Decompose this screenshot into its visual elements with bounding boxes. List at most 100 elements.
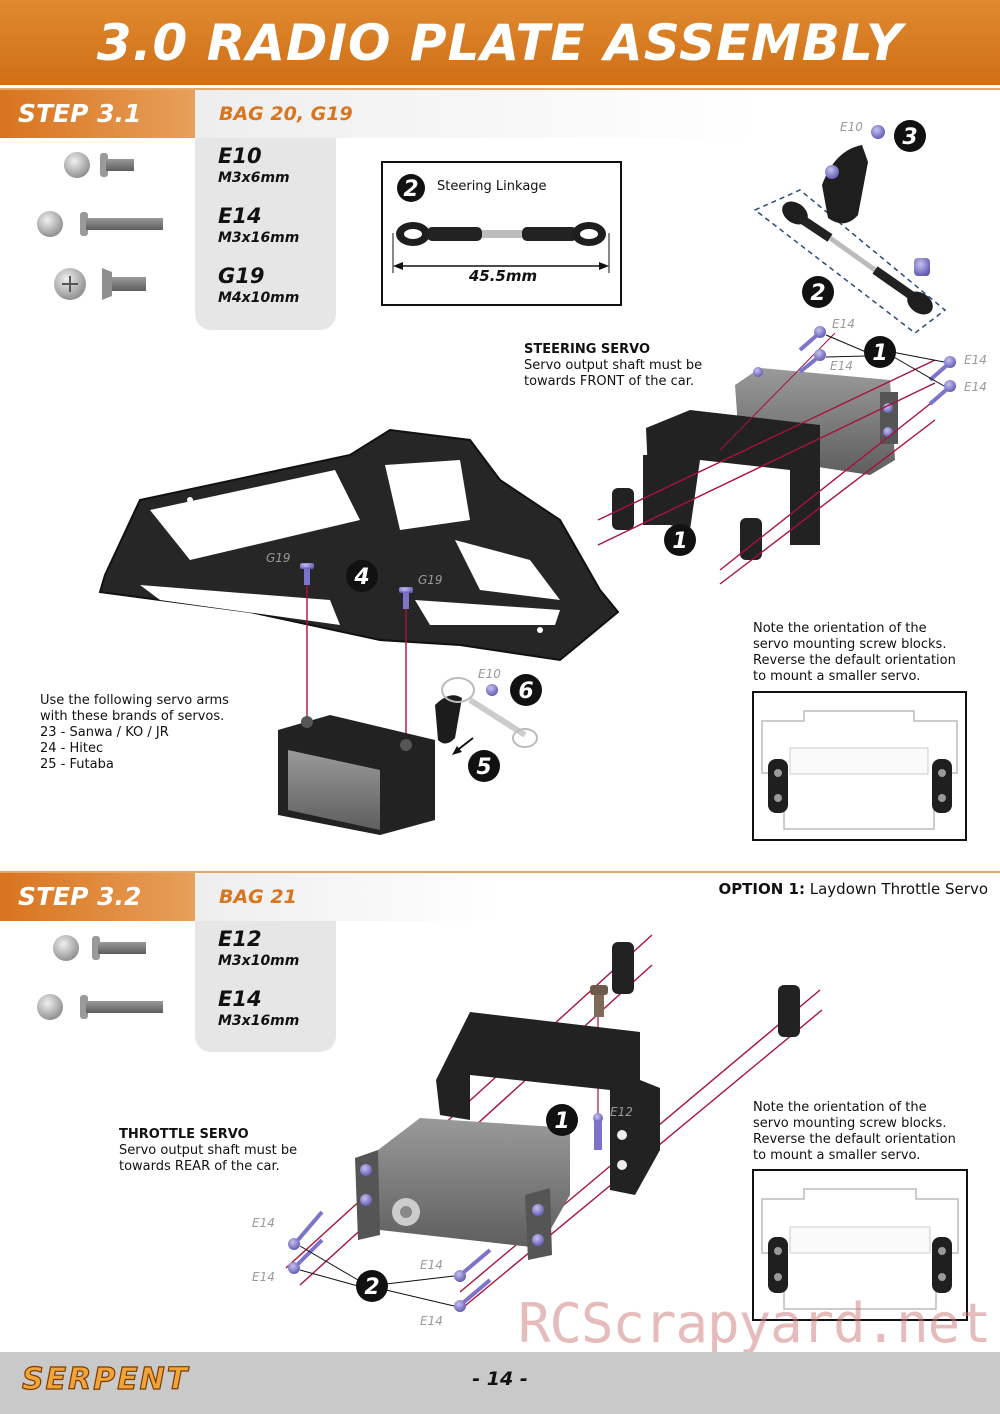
steering-linkage-length: 45.5mm [468,267,538,285]
servo-arm-item: 23 - Sanwa / KO / JR [40,725,169,740]
option-heading: OPTION 1: Laydown Throttle Servo [718,880,988,898]
callout-4: 4 [346,560,378,592]
e14-screw [454,1278,492,1312]
screw-e14-icon [37,994,163,1020]
svg-text:1: 1 [672,529,687,554]
part-size: M3x10mm [218,953,300,969]
part-code: E14 [218,987,262,1011]
screw-e10-icon [64,152,134,178]
throttle-servo-text: towards REAR of the car. [119,1159,280,1174]
steering-servo-title: STEERING SERVO [524,342,651,357]
e14-screw [928,356,956,382]
step-3-2-bag-bar: BAG 21 [195,873,635,921]
step-3-1-parts-box: E10 M3x6mm E14 M3x16mm G19 M4x10mm [195,138,336,330]
svg-text:2: 2 [810,281,825,306]
e12-screw [593,1113,603,1150]
part-size: M3x6mm [218,170,290,186]
callout-2: 2 [802,276,834,308]
step-3-1-tab: STEP 3.1 [0,90,195,138]
screw-e12-icon [53,935,146,961]
orientation-note: Note the orientation of the servo mounti… [753,621,956,685]
throttle-servo-bracket [436,1012,660,1195]
part-size: M3x16mm [218,1013,300,1029]
steering-linkage-exploded [753,189,947,334]
screw-label: E14 [252,1270,275,1284]
orientation-note-line: to mount a smaller servo. [753,669,921,684]
g19-screw [399,587,413,609]
screw-label: E14 [830,359,853,373]
part-size: M3x16mm [218,230,300,246]
step-3-2-bag-label: BAG 21 [219,886,297,908]
screw-block-drawing [761,1188,959,1310]
step-3-2-parts-box: E12 M3x10mm E14 M3x16mm [195,921,336,1052]
e14-screw [798,349,826,374]
e14-screw [288,1210,324,1250]
g19-screw [300,563,314,585]
callout-3: 3 [894,120,926,152]
steering-servo-upper [643,367,898,545]
screw-label: E14 [832,317,855,331]
step-3-2-label: STEP 3.2 [18,882,142,911]
screw-label: E10 [840,120,863,134]
part-size: M4x10mm [218,290,300,306]
throttle-servo-title: THROTTLE SERVO [119,1127,249,1142]
screw-label: G19 [266,551,291,565]
radio-plate [98,428,620,662]
steering-servo-text: towards FRONT of the car. [524,374,694,389]
e14-screw [798,326,826,352]
callout-1: 1 [864,336,896,368]
svg-text:1: 1 [872,341,887,366]
header-divider [0,85,1000,87]
option-text: Laydown Throttle Servo [809,880,988,898]
screw-label: E10 [478,667,501,681]
screw-label: E14 [964,380,987,394]
ball-stud [590,985,608,1017]
screw-label: E14 [964,353,987,367]
orientation-note-line: servo mounting screw blocks. [753,637,947,652]
screw-label: E14 [252,1216,275,1230]
throttle-servo [355,1118,570,1260]
step-3-1-bag-label: BAG 20, G19 [219,103,353,125]
servo-arms-note: Use the following servo arms with these … [40,693,229,773]
screw-block-orientation-inset [752,691,967,841]
orientation-note-line: Note the orientation of the [753,621,927,636]
steering-servo-note: STEERING SERVO Servo output shaft must b… [524,342,702,390]
callout-2: 2 [356,1270,388,1302]
step-3-2-rule [0,871,1000,873]
callout-5: 5 [468,750,500,782]
e14-screw [454,1248,492,1282]
orientation-note-line: Note the orientation of the [753,1100,927,1115]
e10-screw [486,684,498,696]
servo-arm [435,677,538,748]
step-3-1-rule [0,88,1000,90]
throttle-servo-note: THROTTLE SERVO Servo output shaft must b… [119,1127,297,1175]
screw-label: E14 [420,1258,443,1272]
part-code: E12 [218,927,262,951]
watermark: RCScrapyard.net [518,1292,992,1355]
part-code: E14 [218,204,262,228]
callout-6: 6 [510,674,542,706]
callout-1: 1 [664,524,696,556]
throttle-servo-text: Servo output shaft must be [119,1143,298,1158]
svg-text:5: 5 [476,755,491,780]
screw-label: E14 [420,1314,443,1328]
orientation-note-line: Reverse the default orientation [753,1132,956,1147]
option-label: OPTION 1: [718,880,805,898]
step-3-1-label: STEP 3.1 [18,99,142,128]
callout-1: 1 [546,1104,578,1136]
page-number: - 14 - [472,1368,528,1390]
brand-logo: SERPENT [21,1361,190,1397]
step-3-2-tab: STEP 3.2 [0,873,195,921]
svg-text:3: 3 [902,125,917,150]
orientation-note-line: servo mounting screw blocks. [753,1116,947,1131]
screw-e14-icon [37,211,163,237]
screw-block [612,488,634,530]
screw-g19-icon [54,268,146,300]
callout-number: 2 [403,177,418,202]
screw-block-orientation-inset [752,1169,968,1321]
screw-block [778,985,800,1037]
page-header: 3.0 RADIO PLATE ASSEMBLY [0,0,1000,85]
step-3-1-bag-bar: BAG 20, G19 [195,90,1000,138]
steering-servo-text: Servo output shaft must be [524,358,703,373]
